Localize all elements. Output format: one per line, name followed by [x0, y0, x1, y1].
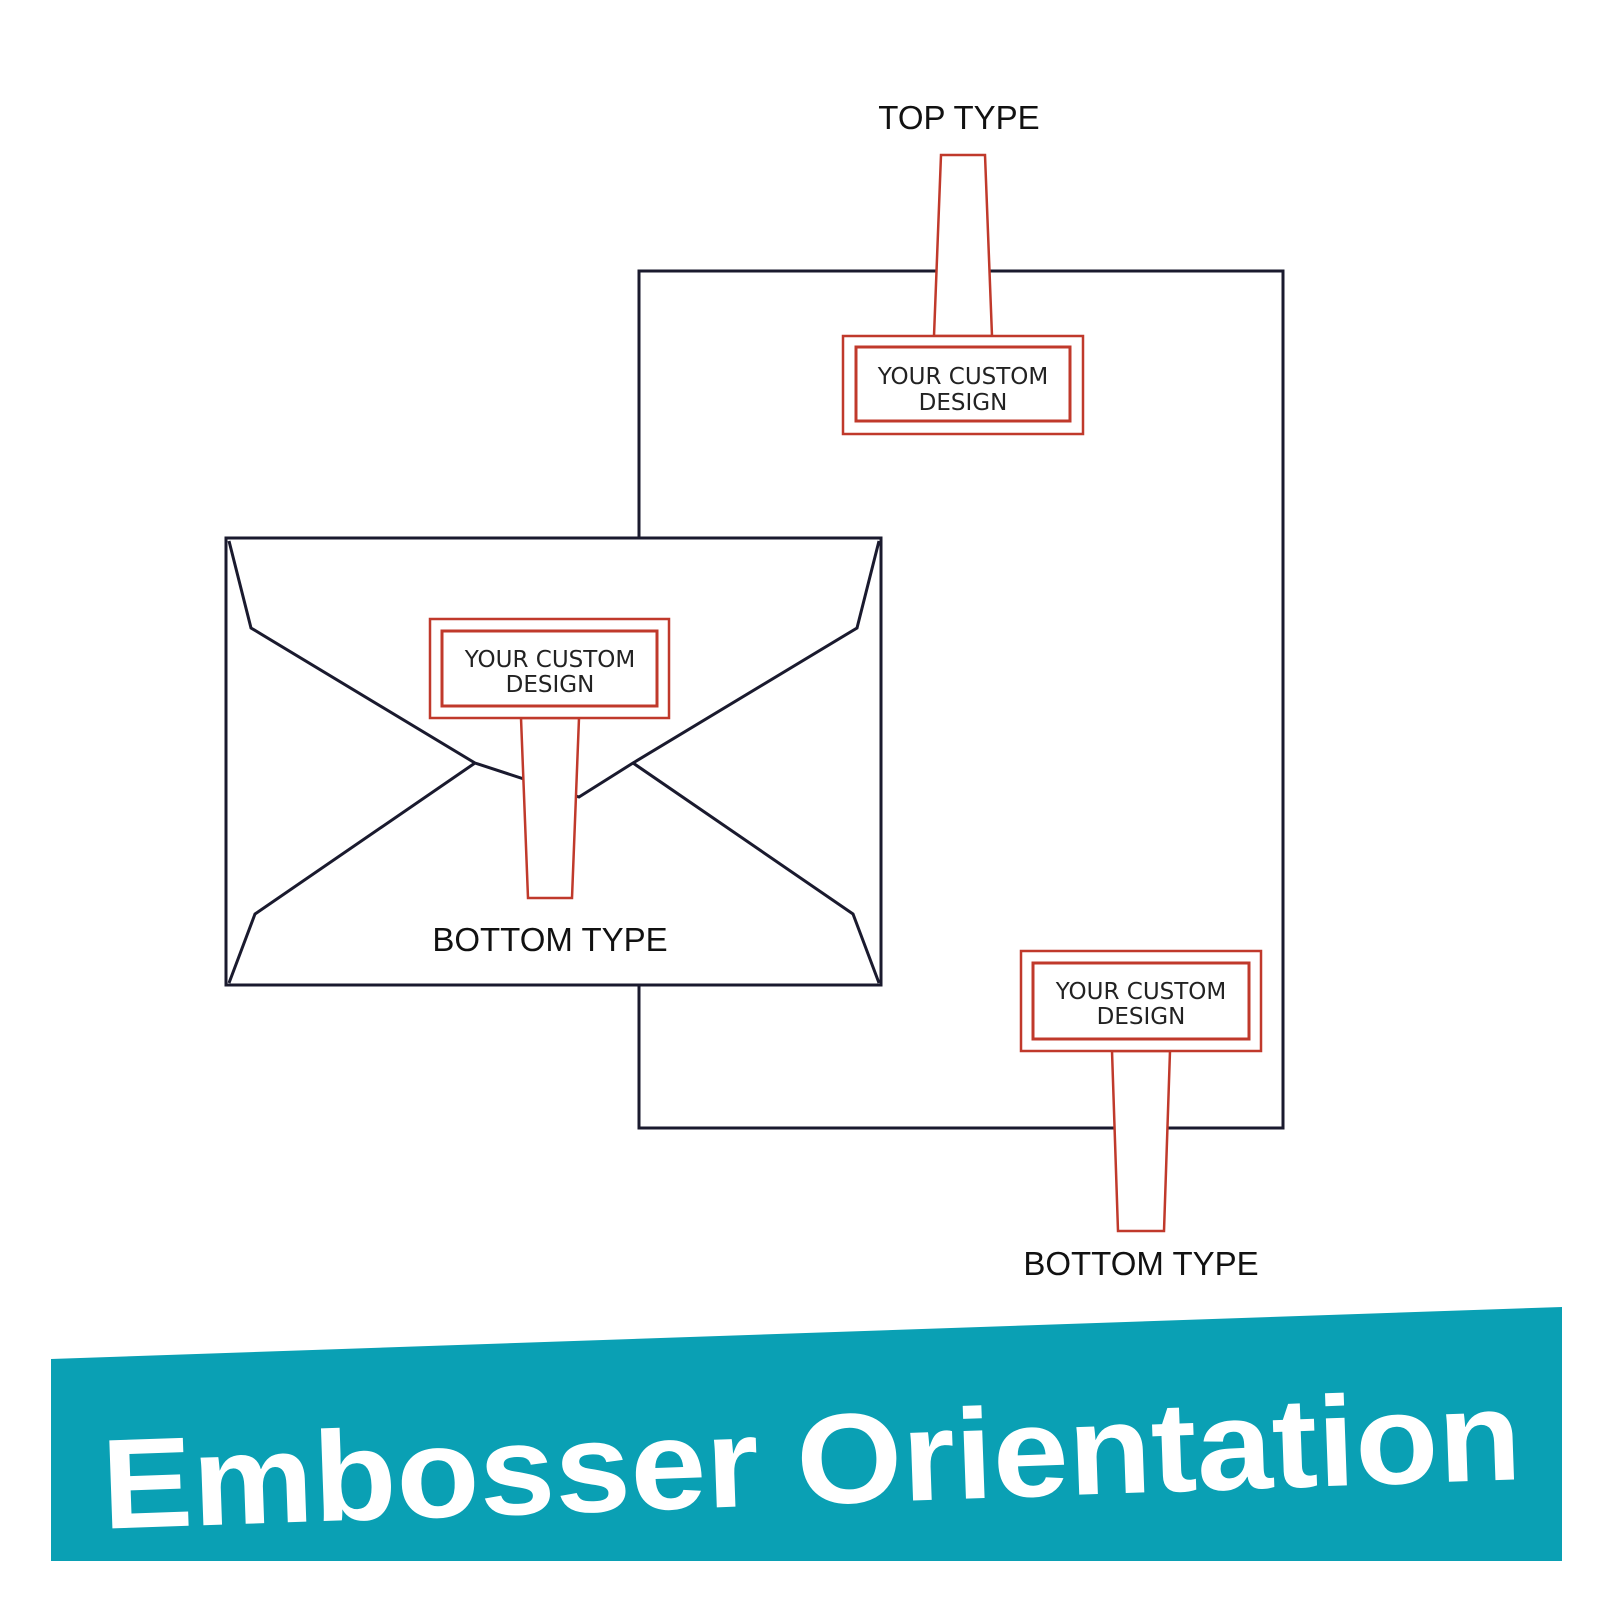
top-embosser-plate-inner [854, 345, 1072, 423]
envelope-embosser-plate-inner [440, 629, 659, 708]
envelope-stamp-line2: DESIGN [506, 672, 595, 698]
letter-embosser-handle [1110, 1049, 1172, 1233]
envelope-bottom-right-fold [632, 761, 881, 984]
letter-stamp-line2: DESIGN [1097, 1004, 1186, 1030]
envelope-bottom-type-label: BOTTOM TYPE [432, 921, 667, 958]
top-embosser-handle [932, 153, 994, 338]
top-type-label: TOP TYPE [878, 99, 1039, 136]
envelope-bottom-left-fold [227, 761, 476, 984]
letter-bottom-type-label: BOTTOM TYPE [1023, 1245, 1258, 1282]
envelope-flap [227, 540, 881, 799]
envelope-bottom-embosser: YOUR CUSTOM DESIGN [428, 617, 671, 900]
title-banner: Embosser Orientation [51, 1307, 1562, 1561]
letter-embosser-plate-inner [1031, 961, 1251, 1041]
top-type-embosser: YOUR CUSTOM DESIGN [841, 153, 1085, 436]
envelope-stamp-line1: YOUR CUSTOM [464, 647, 636, 673]
letter-bottom-embosser: YOUR CUSTOM DESIGN [1019, 949, 1263, 1233]
top-stamp-line1: YOUR CUSTOM [877, 364, 1049, 390]
envelope-embosser-handle [519, 716, 581, 900]
letter-stamp-line1: YOUR CUSTOM [1055, 979, 1227, 1005]
banner-background [51, 1307, 1562, 1561]
top-stamp-line2: DESIGN [919, 390, 1008, 416]
